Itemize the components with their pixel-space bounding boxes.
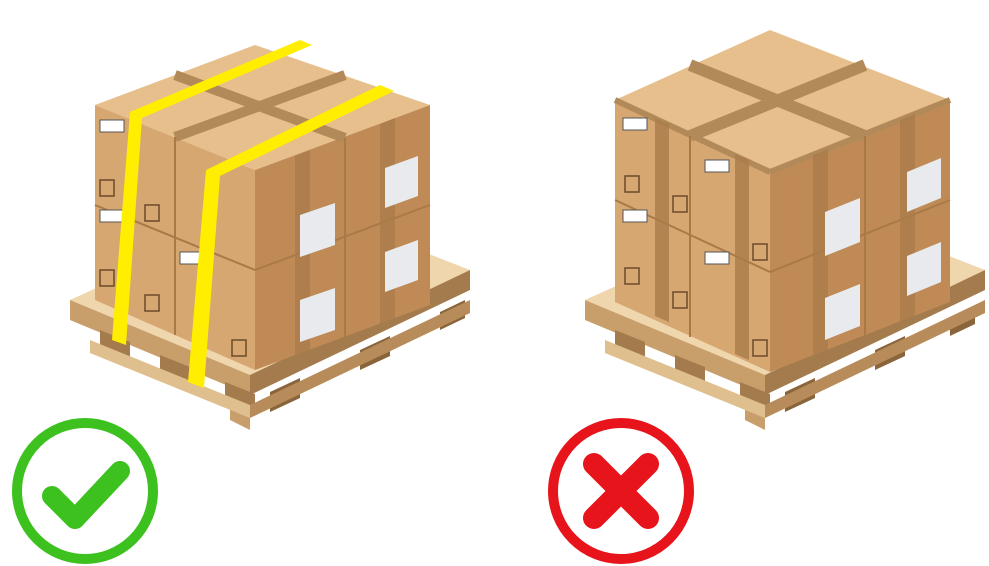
check-icon	[10, 416, 160, 566]
strapped-pallet-panel	[0, 0, 494, 565]
unstrapped-pallet-panel	[495, 0, 989, 565]
carton-stack	[615, 30, 950, 372]
strapped-pallet-illustration	[0, 0, 494, 440]
unstrapped-pallet-illustration	[495, 0, 989, 440]
cross-icon	[546, 416, 696, 566]
